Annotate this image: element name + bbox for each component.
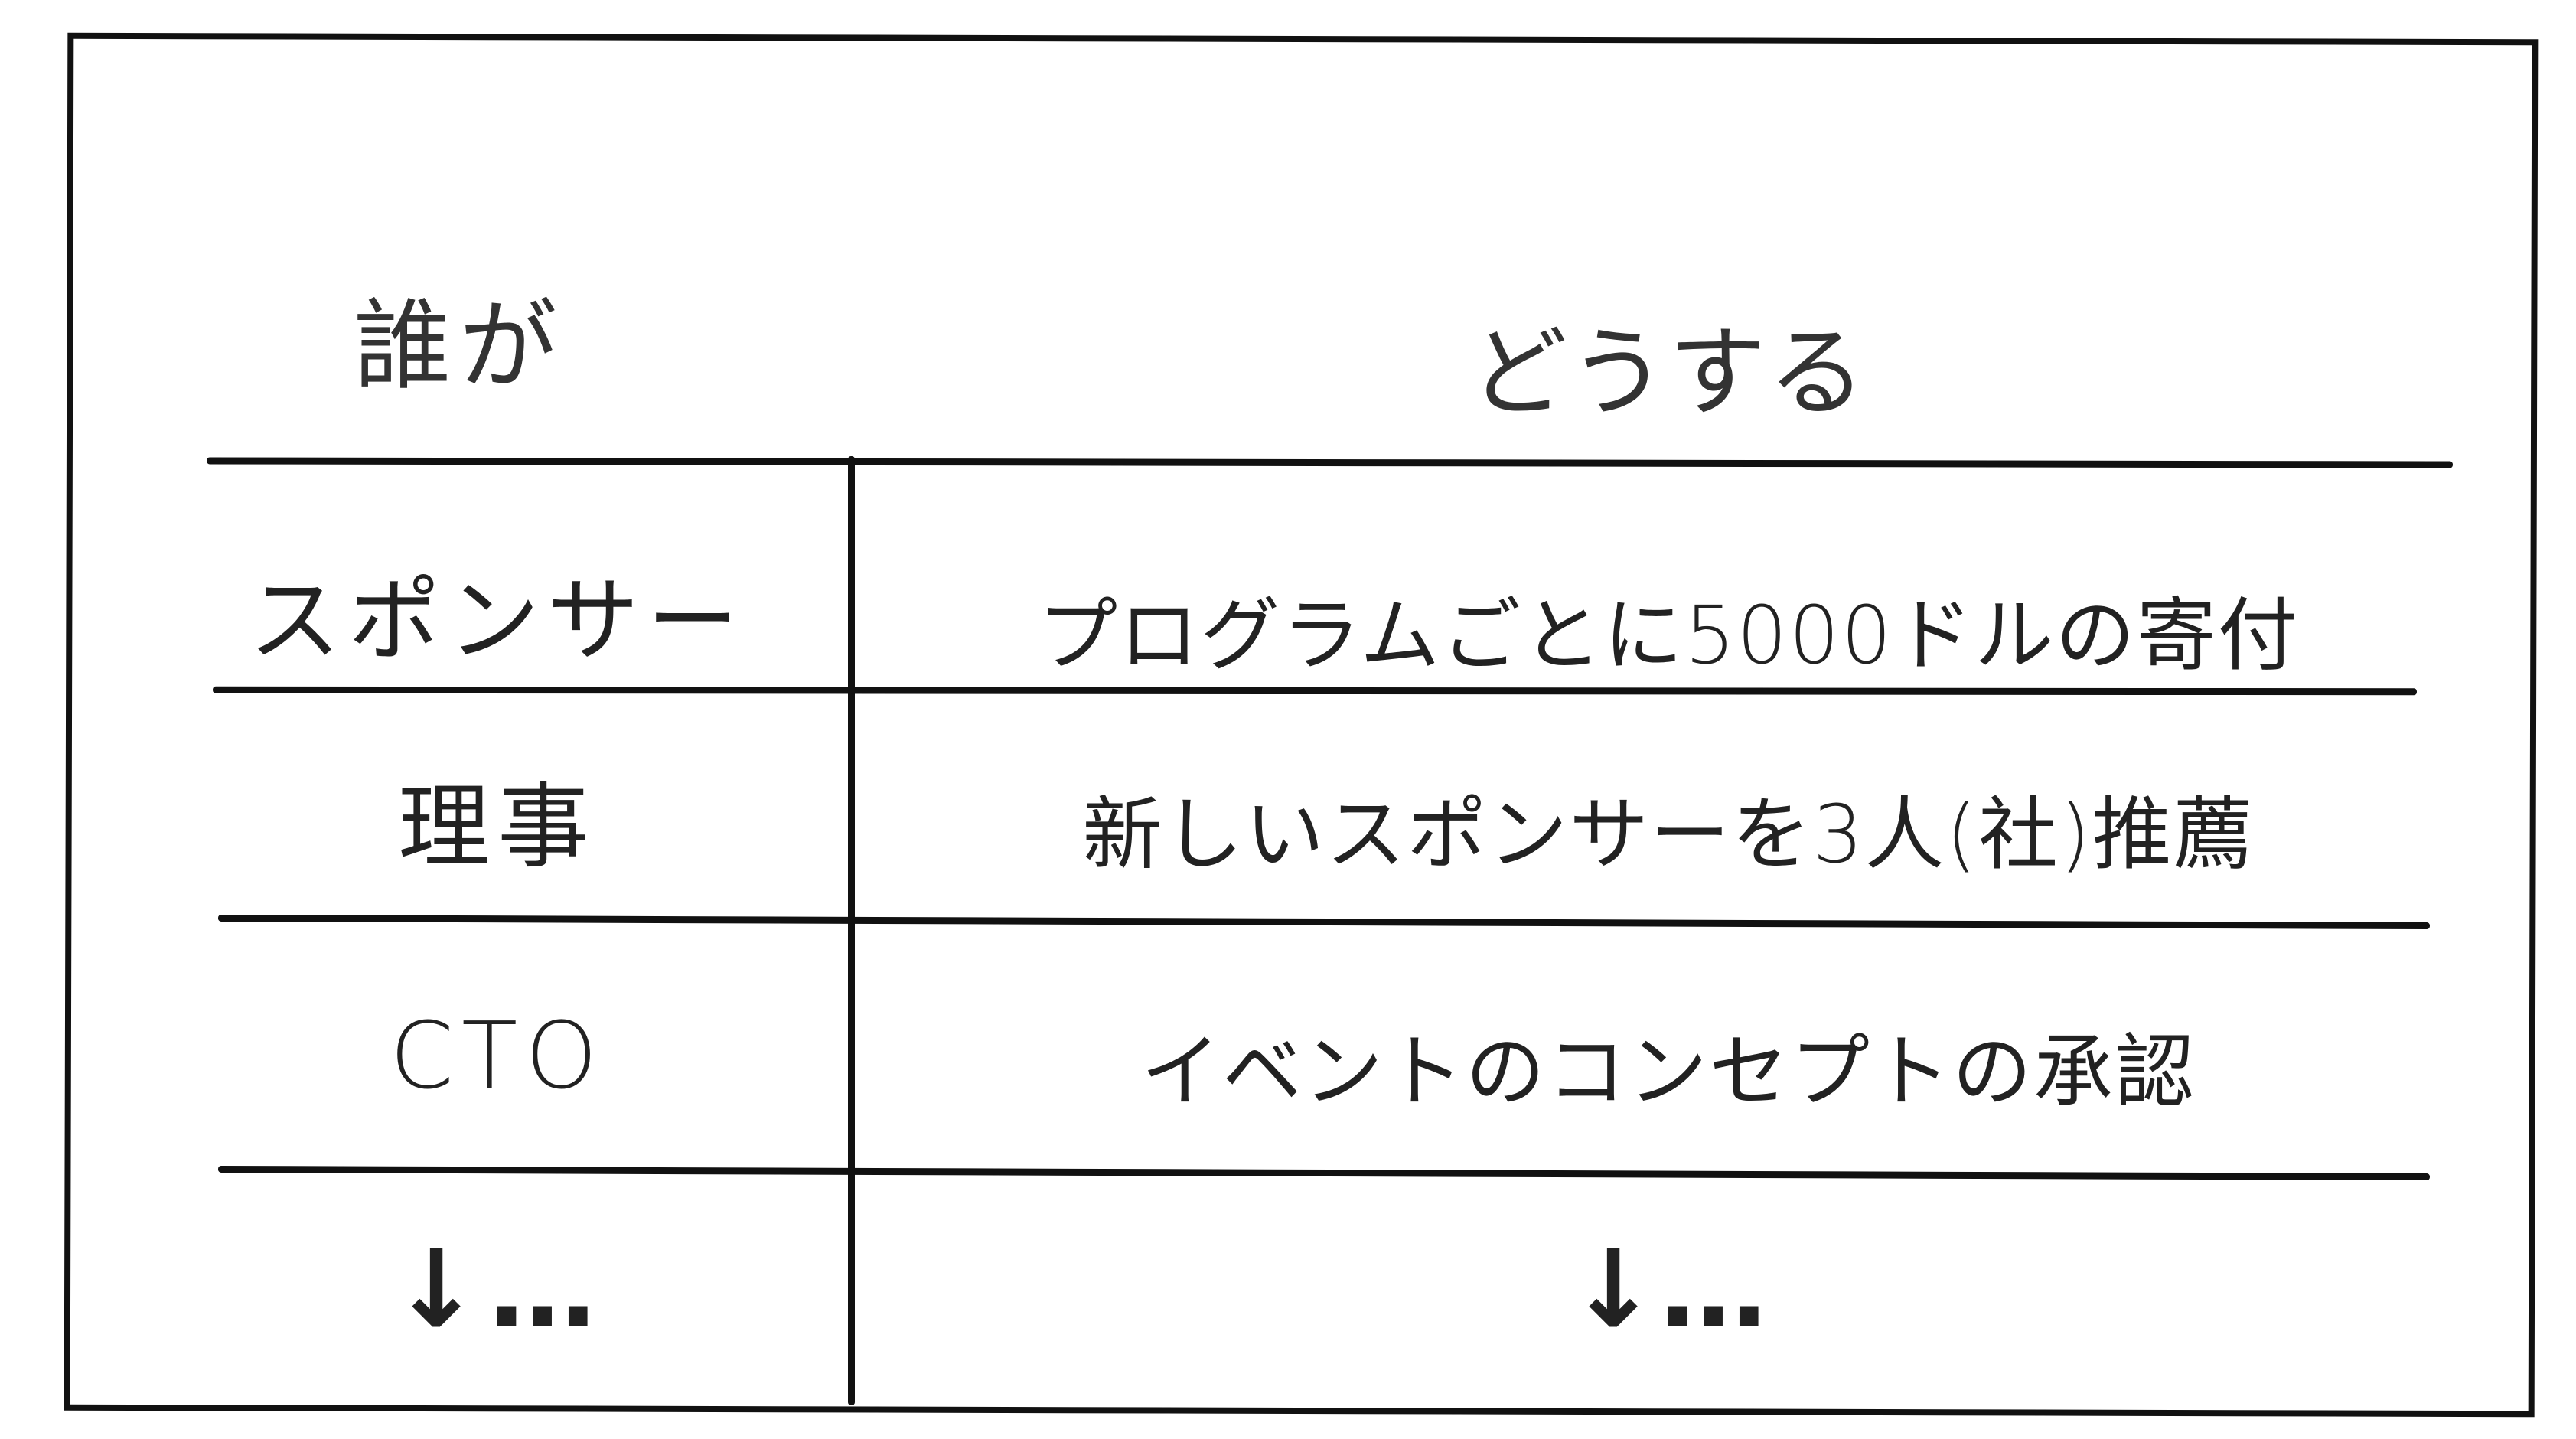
row-director-who: 理事 — [398, 775, 597, 881]
row-more-who: ↓… — [391, 1227, 604, 1353]
row-sponsor-what: プログラムごとに5000ドルの寄付 — [1038, 588, 2299, 682]
diagram-frame — [64, 32, 2539, 1418]
column-divider — [848, 456, 855, 1405]
header-who: 誰が — [353, 289, 565, 403]
header-what: どうする — [1469, 315, 1867, 430]
row-sponsor-who: スポンサー — [249, 568, 746, 674]
row-more-what: ↓… — [1568, 1227, 1769, 1353]
row-cto-what: イベントのコンセプトの承認 — [1140, 1024, 2196, 1118]
row-cto-who: CTO — [390, 1003, 605, 1110]
row-director-what: 新しいスポンサーを3人(社)推薦 — [1082, 787, 2255, 881]
